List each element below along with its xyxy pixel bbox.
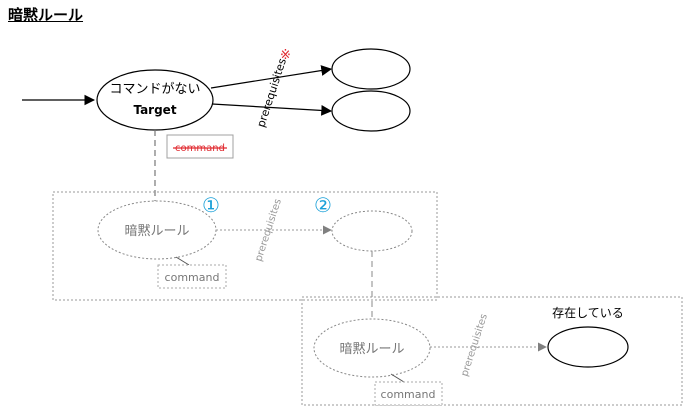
implicit-rule-label-1: 暗黙ルール — [124, 224, 189, 239]
target-node-line1: コマンドがない — [109, 82, 200, 97]
cmd-connector-1 — [175, 256, 190, 266]
implicit-rule-node-2 — [313, 318, 431, 378]
target-node — [96, 69, 214, 131]
command-box-struck — [166, 134, 234, 159]
implicit-rule-label-2: 暗黙ルール — [339, 342, 404, 357]
command-box-2 — [374, 381, 443, 406]
target-node-line2: Target — [133, 103, 176, 117]
command-box-1 — [157, 264, 227, 289]
circled-one: ① — [202, 193, 220, 217]
implicit-rule-group-2 — [301, 296, 683, 406]
asterisk-mark: ※ — [280, 48, 291, 63]
cmd-connector-2 — [390, 373, 405, 383]
prerequisites-label-top: prerequisites — [254, 56, 289, 128]
implicit-rule-group-1 — [52, 191, 438, 301]
page-title: 暗黙ルール — [8, 6, 84, 24]
prereq-node-1 — [331, 48, 411, 90]
prereq-arrow-2 — [211, 103, 333, 116]
prereq-arrow-1 — [210, 65, 333, 89]
exists-label: 存在している — [552, 306, 624, 320]
existing-node — [547, 326, 629, 368]
command-label-2: command — [381, 388, 436, 401]
prereq-node-2 — [331, 90, 411, 132]
command-label-1: command — [165, 271, 220, 284]
prereq-node-dotted — [331, 210, 413, 252]
circled-two: ② — [314, 193, 332, 217]
prerequisites-label-bottom: prerequisites — [459, 313, 490, 378]
